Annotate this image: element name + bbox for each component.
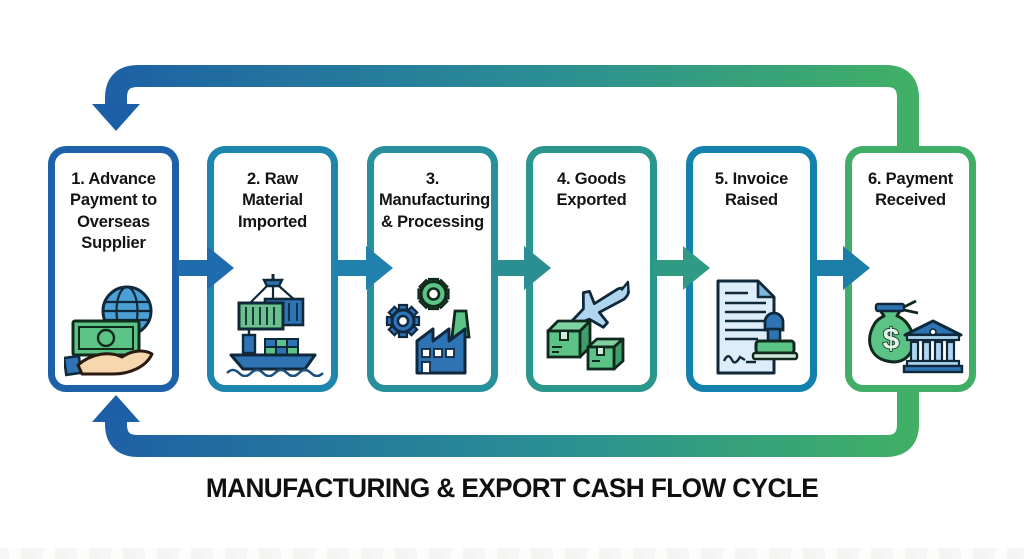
- arrow-step2-to-step3-icon: [336, 246, 393, 290]
- loop-down-arrowhead-icon: [92, 104, 140, 131]
- step-label-1: 1. Advance Payment to Overseas Supplier: [70, 170, 157, 253]
- step-label-4: 4. Goods Exported: [556, 170, 627, 210]
- loop-top-segment: [105, 65, 919, 147]
- cargo-box-small: [586, 337, 624, 371]
- arrow-step3-to-step4-icon: [494, 246, 551, 290]
- step-label-5: 5. Invoice Raised: [714, 170, 789, 210]
- loop-bottom-segment: [105, 391, 919, 457]
- bank-building: [902, 319, 963, 374]
- hand-money-globe-icon: [63, 285, 153, 377]
- gear-blue: [385, 303, 420, 339]
- step-label-2: 2. Raw Material Imported: [238, 170, 307, 231]
- step-card-1: 1. Advance Payment to Overseas Supplier: [48, 146, 179, 392]
- svg-text:$: $: [882, 323, 899, 356]
- cargo-box-large: [546, 319, 591, 359]
- step-label-6: 6. Payment Received: [867, 170, 954, 210]
- arrow-step4-to-step5-icon: [653, 246, 710, 290]
- invoice-stamp-icon: [716, 279, 798, 375]
- diagram-title: MANUFACTURING & EXPORT CASH FLOW CYCLE: [205, 473, 819, 503]
- step-card-3: 3. Manufacturing & Processing: [367, 146, 498, 392]
- airplane-boxes-icon: [546, 280, 630, 371]
- arrow-step1-to-step2-icon: [177, 246, 234, 290]
- cargo-ship-crane-icon: [225, 274, 324, 377]
- rubber-stamp: [751, 311, 798, 361]
- step-label-3: 3. Manufacturing & Processing: [379, 170, 491, 231]
- bottom-artifact-strip: [0, 548, 1024, 559]
- money-bag-bank-icon: $: [867, 299, 963, 374]
- factory-gears-icon: [385, 277, 471, 375]
- arrow-step5-to-step6-icon: [813, 246, 870, 290]
- loop-up-arrowhead-icon: [92, 395, 140, 422]
- gear-green: [416, 277, 450, 311]
